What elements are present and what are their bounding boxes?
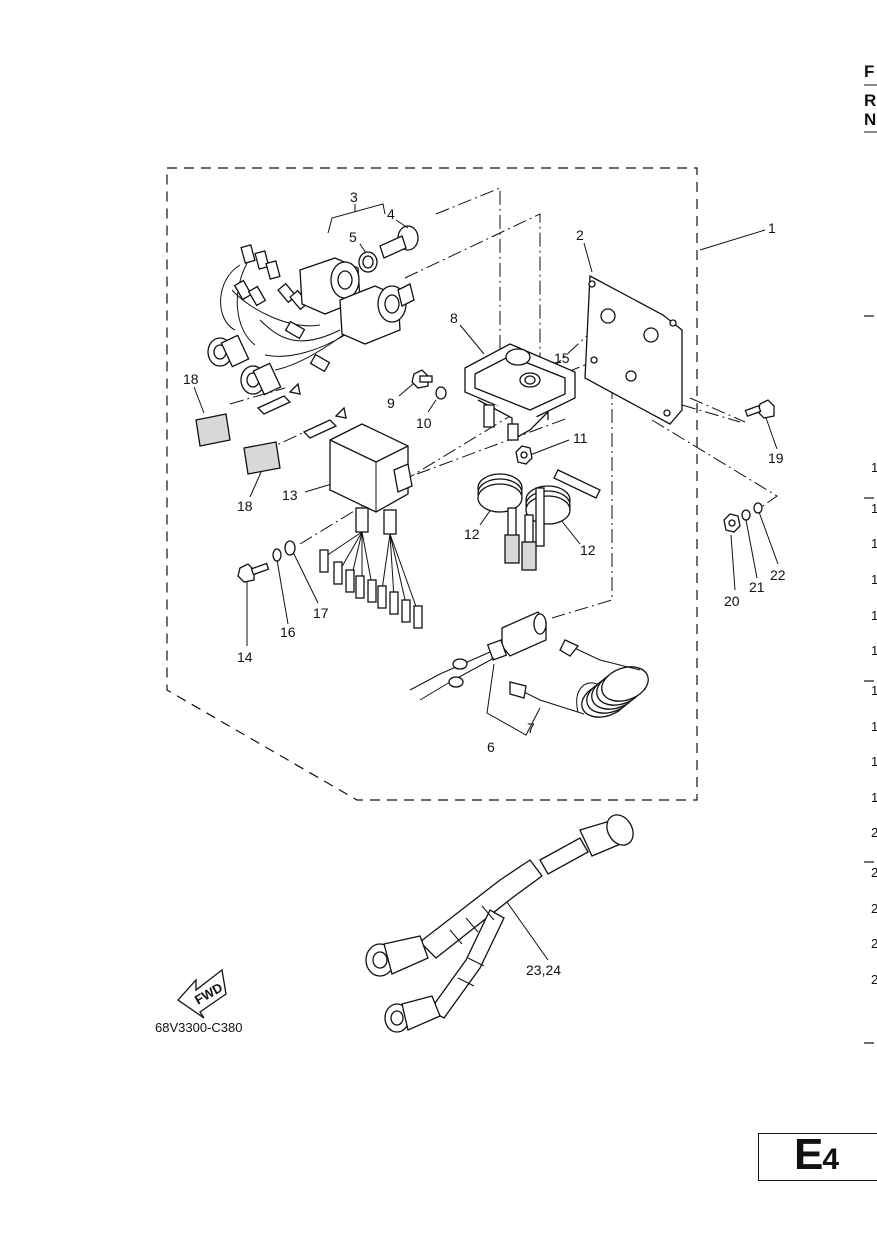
index-entry: 1: [871, 754, 877, 769]
figure-title: E4: [794, 1130, 839, 1180]
stop-switch-lanyard: [409, 611, 649, 718]
callout-12b: 12: [580, 542, 596, 558]
callout-3: 3: [350, 189, 358, 205]
callout-7: 7: [527, 720, 535, 736]
callout-9: 9: [387, 395, 395, 411]
callout-1: 1: [768, 220, 776, 236]
index-entry: 2: [871, 901, 877, 916]
relay-box-13: [319, 423, 423, 629]
callout-19: 19: [768, 450, 784, 466]
index-entry: 1: [871, 572, 877, 587]
callout-5: 5: [349, 229, 357, 245]
figure-title-letter: E: [794, 1130, 823, 1179]
index-entry: 1: [871, 790, 877, 805]
index-entry: 2: [871, 936, 877, 951]
callout-21: 21: [749, 579, 765, 595]
screw-19: [744, 399, 775, 419]
callout-15: 15: [554, 350, 570, 366]
index-entry: 2: [871, 972, 877, 987]
index-entry: 2: [871, 865, 877, 880]
right-index-column: 1 1 1 1 1 1 1 1 1 1 2 2 2 2 2: [864, 315, 877, 1044]
callout-11: 11: [573, 430, 588, 446]
index-entry: 1: [871, 643, 877, 658]
callout-4: 4: [387, 206, 395, 222]
callout-labels: 1 2 3 4 5 6 7 8 9 10 11 12 12 13 14 15 1…: [183, 189, 786, 978]
washer-17: [284, 540, 296, 556]
index-entry: 1: [871, 501, 877, 516]
clamps-12: [477, 469, 601, 571]
callout-14: 14: [237, 649, 253, 665]
callout-22: 22: [770, 567, 786, 583]
figure-title-number: 4: [822, 1143, 839, 1176]
callout-6: 6: [487, 739, 495, 755]
index-entry: 1: [871, 536, 877, 551]
header-col3: N: [864, 110, 876, 129]
callout-2: 2: [576, 227, 584, 243]
screw-14: [237, 562, 270, 583]
callout-10: 10: [416, 415, 432, 431]
figure-title-box: [758, 1133, 877, 1181]
index-entry: 2: [871, 825, 877, 840]
header-col2: R: [864, 91, 876, 110]
assembly-boundary: [166, 167, 698, 801]
main-switch-harness: [207, 225, 419, 396]
index-entry: 1: [871, 608, 877, 623]
callout-17: 17: [313, 605, 329, 621]
index-entry: 1: [871, 460, 877, 475]
callout-18b: 18: [237, 498, 253, 514]
header-col1: F: [864, 62, 874, 81]
nut-washers-20-22: [723, 502, 763, 533]
washer-16: [272, 548, 282, 562]
callout-8: 8: [450, 310, 458, 326]
leader-lines: [193, 203, 779, 961]
index-entry: 1: [871, 683, 877, 698]
fwd-arrow: FWD: [177, 968, 227, 1019]
mounting-plate: [584, 274, 683, 425]
callout-20: 20: [724, 593, 740, 609]
callout-18a: 18: [183, 371, 199, 387]
nut-11: [515, 445, 533, 465]
screw-9: [411, 369, 433, 389]
connector-caps-18: [195, 382, 347, 475]
switch-bracket: [464, 343, 576, 442]
drawing-code: 68V3300-C380: [155, 1020, 242, 1035]
callout-13: 13: [282, 487, 298, 503]
callout-16: 16: [280, 624, 296, 640]
washer-10: [435, 386, 447, 400]
index-entry: 1: [871, 719, 877, 734]
callout-12a: 12: [464, 526, 480, 542]
extension-harness-23-24: [365, 814, 634, 1033]
callout-23-24: 23,24: [526, 962, 561, 978]
